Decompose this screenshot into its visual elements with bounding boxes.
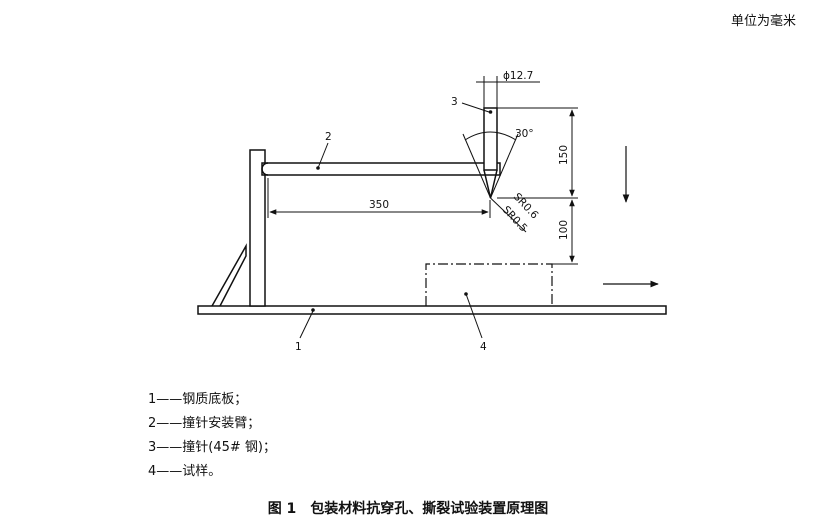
sr-leader xyxy=(490,197,527,233)
legend-item: 4——试样。 xyxy=(148,464,222,479)
leader-4 xyxy=(465,293,483,339)
leader-1 xyxy=(299,310,314,339)
legend-item: 1——钢质底板； xyxy=(148,392,248,407)
specimen-outline xyxy=(425,263,553,306)
callout-4: 4 xyxy=(480,341,487,353)
callout-1: 1 xyxy=(295,341,302,353)
needle-arm xyxy=(261,162,501,176)
angle-line-right xyxy=(490,133,519,199)
vertical-post xyxy=(249,149,266,307)
unit-note: 单位为毫米 xyxy=(730,14,796,29)
legend-item: 3——撞针(45# 钢)； xyxy=(148,440,276,455)
angle-line-left xyxy=(462,133,491,199)
legend-list: 1——钢质底板； 2——撞针安装臂； 3——撞针(45# 钢)； 4——试样。 xyxy=(148,388,276,484)
arm-pivot xyxy=(261,162,269,176)
dim-100-label: 100 xyxy=(558,220,570,240)
base-plate xyxy=(197,305,667,315)
dim-diameter-label: ϕ12.7 xyxy=(503,70,533,82)
leader-2 xyxy=(317,142,329,169)
diagonal-brace xyxy=(211,243,247,307)
figure-title: 包装材料抗穿孔、撕裂试验装置原理图 xyxy=(310,501,549,517)
legend-item: 2——撞针安装臂； xyxy=(148,416,261,431)
dim-angle-label: 30° xyxy=(515,128,534,140)
dim-350-label: 350 xyxy=(369,199,389,211)
needle-shaft xyxy=(483,107,498,171)
callout-3: 3 xyxy=(451,96,458,108)
leader-3 xyxy=(461,102,490,113)
dim-150-label: 150 xyxy=(558,145,570,165)
figure-number: 图 1 xyxy=(267,501,297,517)
angle-arc xyxy=(464,131,517,141)
figure-caption: 图 1 包装材料抗穿孔、撕裂试验装置原理图 xyxy=(0,498,816,518)
callout-2: 2 xyxy=(325,131,332,143)
